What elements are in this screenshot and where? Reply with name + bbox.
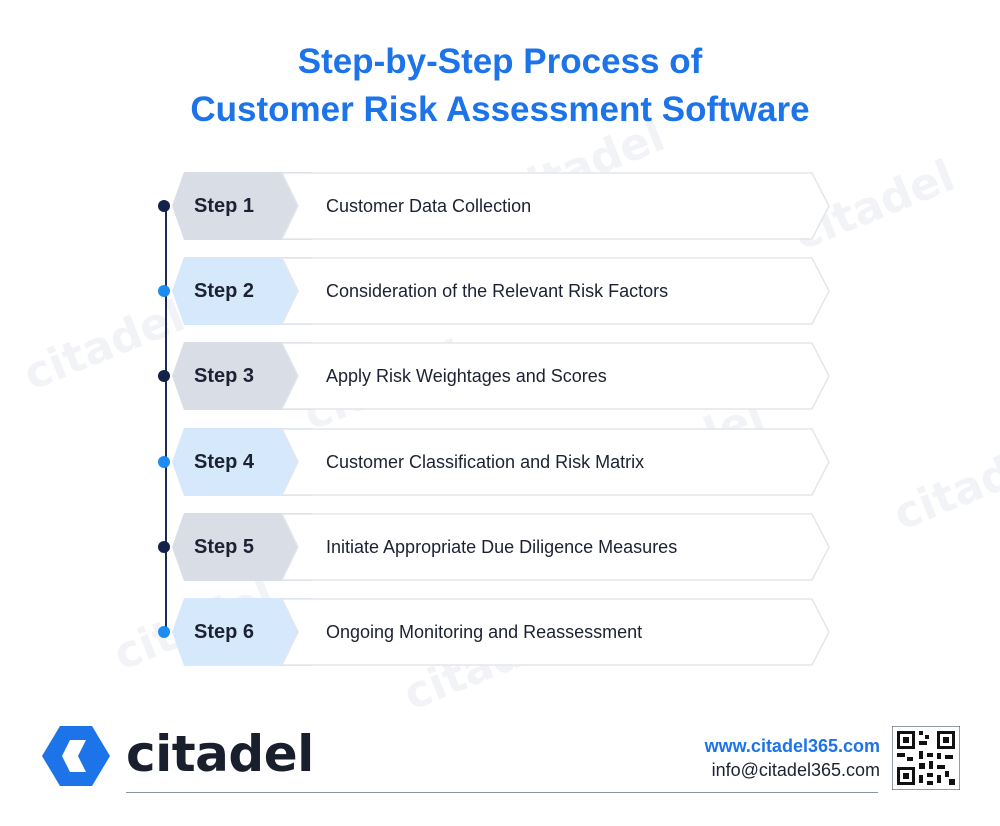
step-label: Step 6 — [194, 621, 255, 643]
step-label: Step 5 — [194, 536, 255, 558]
step-row: Step 6 Ongoing Monitoring and Reassessme… — [158, 598, 832, 666]
step-body — [280, 257, 830, 325]
timeline-dot — [158, 541, 170, 553]
email-link[interactable]: info@citadel365.com — [711, 760, 880, 780]
page-title: Step-by-Step Process of Customer Risk As… — [0, 38, 1000, 134]
step-label: Step 3 — [194, 365, 255, 387]
timeline-line — [165, 207, 167, 634]
step-row: Step 4 Customer Classification and Risk … — [158, 428, 832, 496]
step-shape — [172, 342, 830, 410]
step-row: Step 1 Customer Data Collection — [158, 172, 832, 240]
step-body — [280, 342, 830, 410]
step-label: Step 2 — [194, 280, 255, 302]
step-tab — [172, 598, 312, 666]
step-row: Step 3 Apply Risk Weightages and Scores — [158, 342, 832, 410]
timeline-dot — [158, 200, 170, 212]
qr-code-icon[interactable] — [892, 726, 960, 790]
step-text: Ongoing Monitoring and Reassessment — [326, 622, 643, 642]
step-row: Step 5 Initiate Appropriate Due Diligenc… — [158, 513, 832, 581]
step-tab — [172, 428, 312, 496]
step-label: Step 4 — [194, 451, 255, 473]
footer-divider — [126, 792, 878, 793]
step-text: Customer Data Collection — [326, 196, 532, 216]
timeline-dot — [158, 626, 170, 638]
step-tab — [172, 513, 312, 581]
citadel-logo-icon — [42, 726, 110, 786]
step-shape — [172, 428, 830, 496]
step-text: Initiate Appropriate Due Diligence Measu… — [326, 537, 678, 557]
step-tab — [172, 342, 312, 410]
step-row: Step 2 Consideration of the Relevant Ris… — [158, 257, 832, 325]
step-tab — [172, 172, 312, 240]
brand-name: citadel — [126, 725, 314, 783]
step-shape — [172, 598, 830, 666]
watermark: citadel — [886, 430, 1000, 541]
step-body — [280, 598, 830, 666]
step-body — [280, 172, 830, 240]
step-text: Customer Classification and Risk Matrix — [326, 452, 645, 472]
website-link[interactable]: www.citadel365.com — [704, 736, 880, 756]
step-shape — [172, 257, 830, 325]
timeline-dot — [158, 370, 170, 382]
timeline-dot — [158, 285, 170, 297]
step-text: Apply Risk Weightages and Scores — [326, 366, 607, 386]
step-body — [280, 428, 830, 496]
step-shape — [172, 172, 830, 240]
step-label: Step 1 — [194, 195, 255, 217]
step-tab — [172, 257, 312, 325]
title-line-1: Step-by-Step Process of — [297, 42, 703, 81]
title-line-2: Customer Risk Assessment Software — [190, 90, 810, 129]
step-text: Consideration of the Relevant Risk Facto… — [326, 281, 669, 301]
step-body — [280, 513, 830, 581]
step-shape — [172, 513, 830, 581]
timeline-dot — [158, 456, 170, 468]
